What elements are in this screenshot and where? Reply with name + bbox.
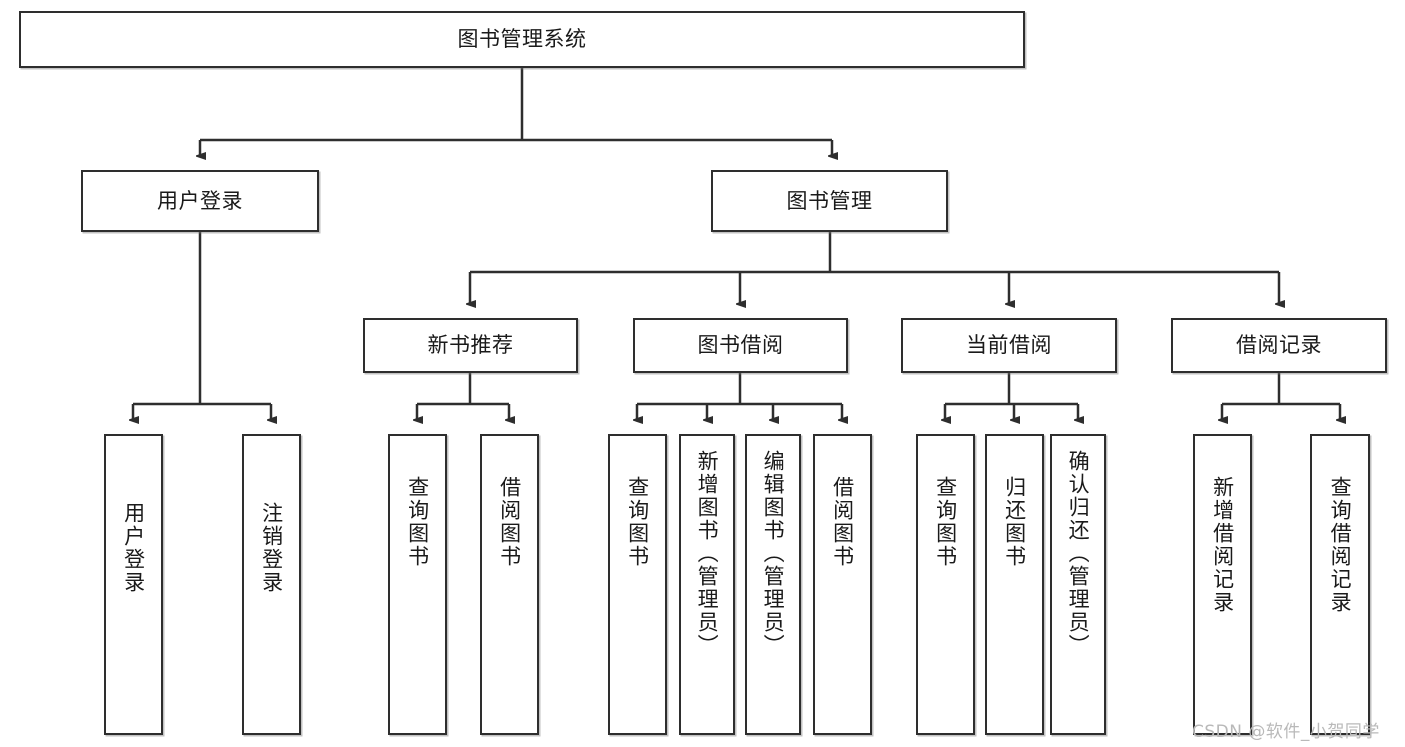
- node-current-borrow[interactable]: 当前借阅: [901, 318, 1117, 373]
- node-book-borrow-label: 图书借阅: [697, 333, 784, 358]
- node-book-manage-label: 图书管理: [786, 188, 873, 213]
- leaf-user-login[interactable]: 用户登录: [104, 434, 163, 735]
- leaf-user-login-label: 用户登录: [121, 502, 146, 594]
- node-current-borrow-label: 当前借阅: [966, 333, 1052, 358]
- leaf-logout[interactable]: 注销登录: [242, 434, 301, 735]
- node-new-book-recommend[interactable]: 新书推荐: [363, 318, 578, 373]
- leaf-confirm-return-admin-label: 确认归还（管理员）: [1066, 450, 1091, 657]
- node-new-book-recommend-label: 新书推荐: [427, 333, 514, 358]
- leaf-logout-label: 注销登录: [259, 502, 284, 594]
- node-user-login-label: 用户登录: [157, 188, 243, 213]
- leaf-return-book-label: 归还图书: [1002, 476, 1027, 568]
- node-borrow-record[interactable]: 借阅记录: [1171, 318, 1387, 373]
- leaf-borrow-book-1-label: 借阅图书: [497, 476, 522, 568]
- node-book-borrow[interactable]: 图书借阅: [633, 318, 848, 373]
- leaf-query-book-2-label: 查询图书: [625, 476, 650, 568]
- node-root[interactable]: 图书管理系统: [19, 11, 1025, 68]
- leaf-add-book-admin-label: 新增图书（管理员）: [695, 450, 720, 657]
- node-borrow-record-label: 借阅记录: [1236, 333, 1322, 358]
- leaf-borrow-book-2[interactable]: 借阅图书: [813, 434, 872, 735]
- node-user-login[interactable]: 用户登录: [81, 170, 319, 232]
- leaf-query-book-1[interactable]: 查询图书: [388, 434, 447, 735]
- node-book-manage[interactable]: 图书管理: [711, 170, 948, 232]
- leaf-query-borrow-record-label: 查询借阅记录: [1328, 476, 1353, 614]
- leaf-edit-book-admin-label: 编辑图书（管理员）: [761, 450, 786, 657]
- csdn-watermark: CSDN @软件_小贺同学: [1192, 722, 1380, 742]
- leaf-query-borrow-record[interactable]: 查询借阅记录: [1310, 434, 1370, 735]
- leaf-add-borrow-record[interactable]: 新增借阅记录: [1193, 434, 1252, 735]
- node-root-label: 图书管理系统: [457, 27, 587, 52]
- leaf-query-book-3-label: 查询图书: [933, 476, 958, 568]
- leaf-query-book-2[interactable]: 查询图书: [608, 434, 667, 735]
- leaf-borrow-book-1[interactable]: 借阅图书: [480, 434, 539, 735]
- leaf-edit-book-admin[interactable]: 编辑图书（管理员）: [745, 434, 801, 735]
- leaf-query-book-3[interactable]: 查询图书: [916, 434, 975, 735]
- leaf-add-book-admin[interactable]: 新增图书（管理员）: [679, 434, 735, 735]
- leaf-query-book-1-label: 查询图书: [405, 476, 430, 568]
- leaf-confirm-return-admin[interactable]: 确认归还（管理员）: [1050, 434, 1106, 735]
- leaf-return-book[interactable]: 归还图书: [985, 434, 1044, 735]
- leaf-add-borrow-record-label: 新增借阅记录: [1210, 476, 1235, 614]
- leaf-borrow-book-2-label: 借阅图书: [830, 476, 855, 568]
